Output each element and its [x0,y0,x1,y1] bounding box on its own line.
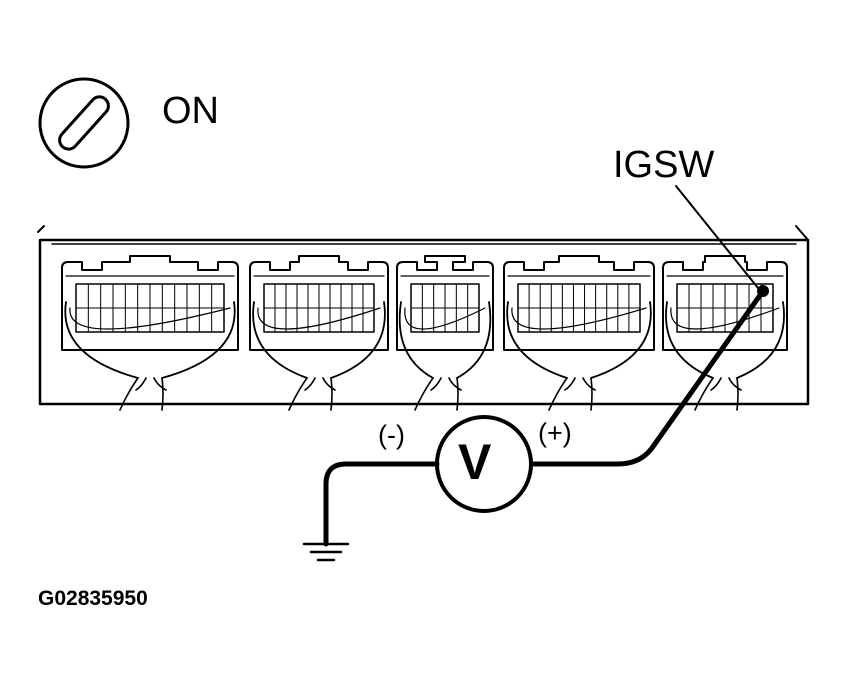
ecu-body [37,225,810,406]
figure-code: G02835950 [38,587,148,610]
igsw-leader-line [675,185,759,289]
ignition-switch-icon [38,77,130,169]
ecu-connector [503,255,655,411]
ecu-connector [662,255,788,411]
connector-group [61,255,788,411]
ground-symbol-icon [302,542,350,562]
igsw-terminal-label: IGSW [613,144,715,186]
voltmeter-symbol: V [458,434,492,490]
positive-lead-wire [531,288,766,467]
ecu-connector [61,255,239,411]
negative-lead-label: (-) [378,420,405,450]
ignition-state-label: ON [162,90,219,132]
positive-lead-label: (+) [538,418,572,448]
ecu-connector [249,255,389,411]
ecu-connector [396,255,494,411]
negative-lead-wire [323,461,440,547]
